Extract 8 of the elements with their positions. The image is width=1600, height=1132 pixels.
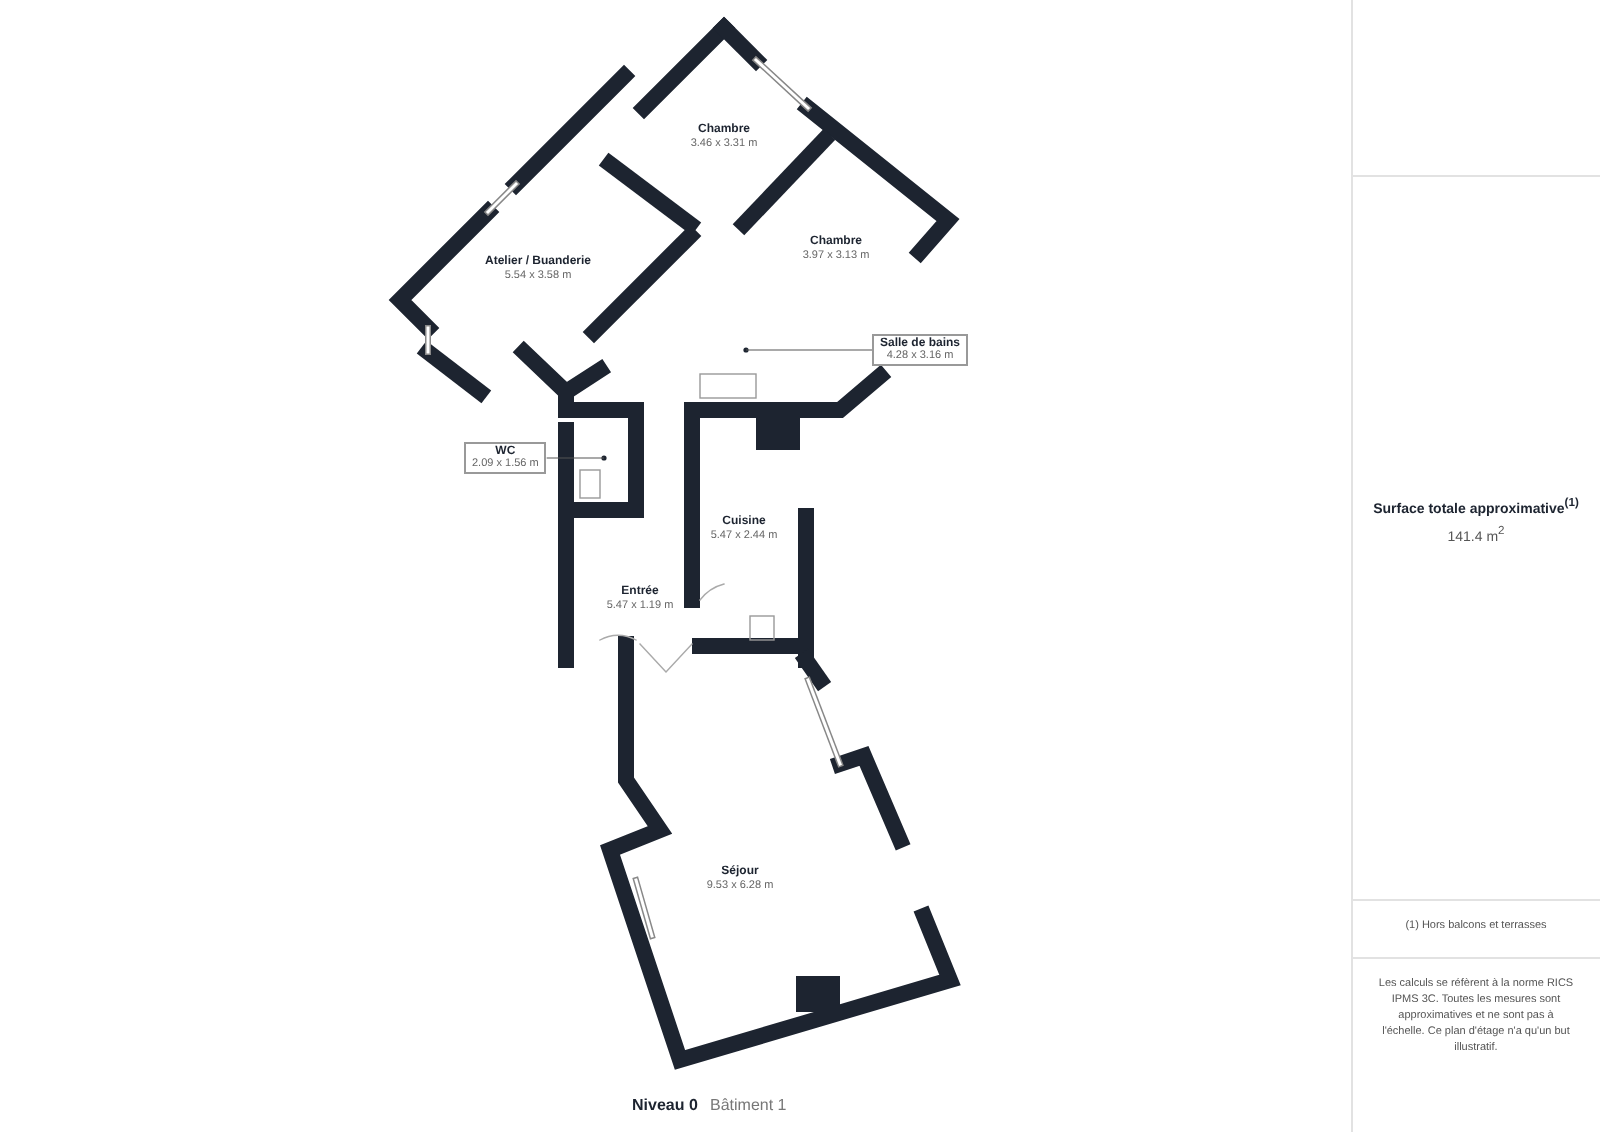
building-name: Bâtiment 1 [710,1096,787,1114]
leader-line [546,457,605,459]
room-marker-dot [601,455,607,461]
room-marker-dot [743,347,749,353]
floor-level: Niveau 0 [632,1096,698,1114]
leader-line [745,349,873,351]
room-label-box [872,334,969,366]
room-label-box [464,442,547,474]
